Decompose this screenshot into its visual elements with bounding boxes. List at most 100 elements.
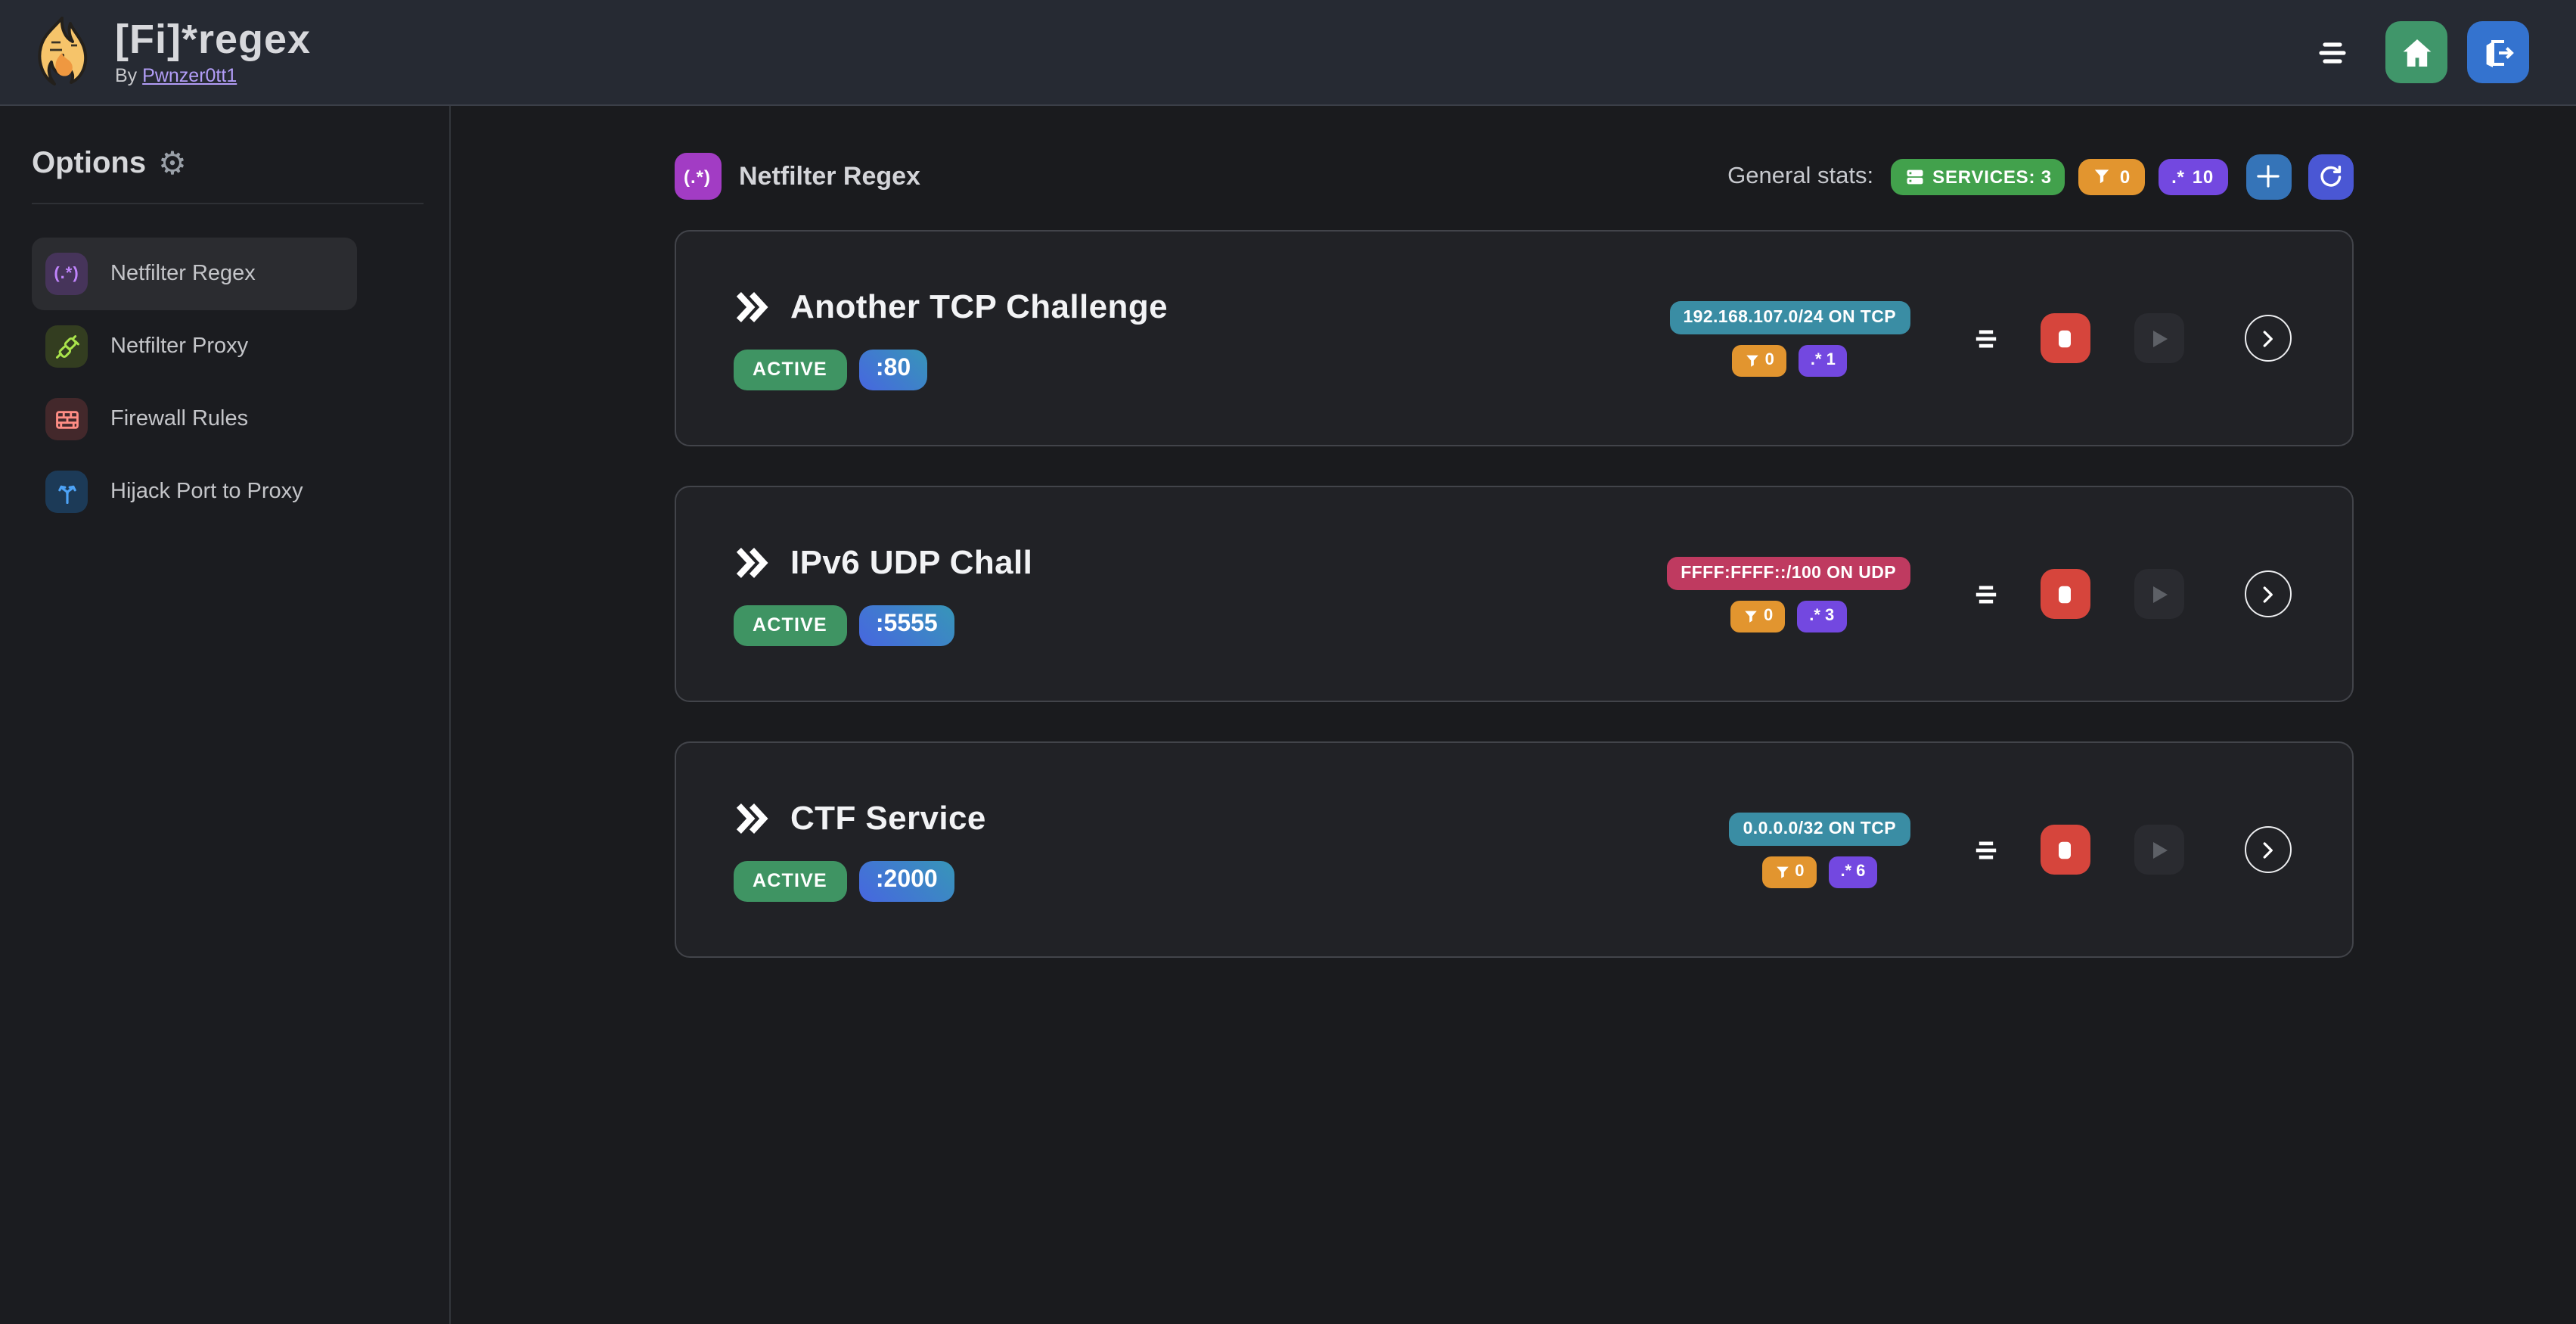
sidebar-item-1[interactable]: Netfilter Proxy xyxy=(32,310,357,383)
stop-service-button[interactable] xyxy=(2040,569,2090,619)
dot-star-icon: .* xyxy=(1810,351,1822,369)
service-regex-count: 1 xyxy=(1826,351,1836,369)
target-badge: 192.168.107.0/24 ON TCP xyxy=(1669,300,1910,334)
general-stats-label: General stats: xyxy=(1727,163,1874,188)
add-service-button[interactable] xyxy=(2245,154,2291,199)
service-card: CTF Service ACTIVE :2000 0.0.0.0/32 ON T… xyxy=(674,741,2353,958)
services-count: SERVICES: 3 xyxy=(1932,166,2052,187)
chevron-right-icon xyxy=(2263,586,2273,602)
port-badge: :80 xyxy=(858,349,928,390)
drag-handle-icon[interactable] xyxy=(1969,577,2002,611)
play-icon xyxy=(2153,586,2168,602)
refresh-button[interactable] xyxy=(2308,154,2353,199)
service-card: IPv6 UDP Chall ACTIVE :5555 FFFF:FFFF::/… xyxy=(674,486,2353,702)
sidebar-item-label: Netfilter Proxy xyxy=(110,334,249,359)
play-icon xyxy=(2153,330,2168,347)
refresh-icon xyxy=(2320,165,2342,187)
stop-service-button[interactable] xyxy=(2040,313,2090,363)
service-regex-badge: .* 1 xyxy=(1798,344,1848,376)
regex-count-badge: .* 10 xyxy=(2158,158,2227,194)
filtered-count-badge: 0 xyxy=(2078,158,2145,194)
top-bar: [Fi]*regex By Pwnzer0tt1 xyxy=(0,0,2576,106)
section-title: Netfilter Regex xyxy=(739,161,920,190)
sidebar-nav: (.*) Netfilter Regex Netfilter Proxy xyxy=(32,238,417,528)
options-label: Options xyxy=(32,147,147,180)
start-service-button[interactable] xyxy=(2134,313,2183,363)
sidebar-item-2[interactable]: Firewall Rules xyxy=(32,383,357,455)
gear-icon: ⚙ xyxy=(158,147,187,182)
sidebar-item-0[interactable]: (.*) Netfilter Regex xyxy=(32,238,357,310)
funnel-icon xyxy=(1745,610,1757,622)
play-icon xyxy=(2153,841,2168,858)
firegex-flame-logo xyxy=(38,16,88,85)
start-service-button[interactable] xyxy=(2134,569,2183,619)
main-area: (.*) Netfilter Regex General stats: SERV… xyxy=(451,106,2576,1324)
dot-star-icon: .* xyxy=(2171,166,2185,187)
stop-icon xyxy=(2059,841,2071,859)
home-button[interactable] xyxy=(2385,21,2447,83)
regex-icon: (.*) xyxy=(45,253,88,295)
service-filtered-count: 0 xyxy=(1795,862,1805,881)
double-chevron-icon xyxy=(735,803,768,833)
service-regex-badge: .* 3 xyxy=(1797,600,1847,632)
dot-star-icon: .* xyxy=(1809,607,1820,625)
funnel-icon xyxy=(1776,866,1788,878)
open-service-button[interactable] xyxy=(2244,570,2291,617)
service-regex-count: 3 xyxy=(1824,607,1835,625)
stop-icon xyxy=(2059,585,2071,603)
service-filtered-badge: 0 xyxy=(1730,600,1786,632)
open-service-button[interactable] xyxy=(2244,826,2291,873)
drag-handle-icon[interactable] xyxy=(1969,322,2002,355)
byline-prefix: By xyxy=(115,65,138,87)
section-header: (.*) Netfilter Regex General stats: SERV… xyxy=(674,151,2353,201)
sidebar-item-label: Netfilter Regex xyxy=(110,262,256,286)
sidebar-item-label: Hijack Port to Proxy xyxy=(110,480,303,504)
filtered-count: 0 xyxy=(2119,166,2131,187)
service-name: IPv6 UDP Chall xyxy=(790,542,1033,580)
sidebar-divider xyxy=(32,203,424,204)
status-badge: ACTIVE xyxy=(733,605,847,645)
service-regex-badge: .* 6 xyxy=(1828,856,1878,887)
open-service-button[interactable] xyxy=(2244,315,2291,362)
service-filtered-badge: 0 xyxy=(1731,344,1786,376)
app-title: [Fi]*regex xyxy=(115,16,312,62)
home-icon xyxy=(2402,39,2431,66)
hijack-split-icon xyxy=(45,471,88,513)
chevron-right-icon xyxy=(2263,841,2273,858)
service-name: CTF Service xyxy=(790,798,986,836)
author-link[interactable]: Pwnzer0tt1 xyxy=(142,65,237,87)
plus-icon xyxy=(2257,165,2280,188)
stop-icon xyxy=(2059,329,2071,347)
drag-handle-icon[interactable] xyxy=(1969,833,2002,866)
service-filtered-count: 0 xyxy=(1764,351,1774,369)
menu-icon[interactable] xyxy=(2313,33,2352,72)
logout-button[interactable] xyxy=(2467,21,2529,83)
sidebar: Options ⚙ (.*) Netfilter Regex Netfilter xyxy=(0,106,451,1324)
firewall-bricks-icon xyxy=(45,398,88,440)
service-card: Another TCP Challenge ACTIVE :80 192.168… xyxy=(674,230,2353,446)
funnel-icon xyxy=(1746,354,1758,366)
sidebar-item-3[interactable]: Hijack Port to Proxy xyxy=(32,455,357,528)
regex-count: 10 xyxy=(2192,166,2214,187)
funnel-icon xyxy=(2095,169,2110,184)
port-badge: :5555 xyxy=(858,605,954,645)
service-filtered-count: 0 xyxy=(1764,607,1774,625)
status-badge: ACTIVE xyxy=(733,860,847,901)
dot-star-icon: .* xyxy=(1840,862,1852,881)
double-chevron-icon xyxy=(735,547,768,577)
start-service-button[interactable] xyxy=(2134,825,2183,875)
services-count-badge: SERVICES: 3 xyxy=(1890,158,2065,194)
status-badge: ACTIVE xyxy=(733,349,847,390)
target-badge: 0.0.0.0/32 ON TCP xyxy=(1729,812,1910,845)
options-heading: Options ⚙ xyxy=(32,145,417,183)
byline: By Pwnzer0tt1 xyxy=(115,65,311,86)
sidebar-item-label: Firewall Rules xyxy=(110,407,249,431)
double-chevron-icon xyxy=(735,291,768,322)
stop-service-button[interactable] xyxy=(2040,825,2090,875)
chevron-right-icon xyxy=(2263,330,2273,347)
service-list: Another TCP Challenge ACTIVE :80 192.168… xyxy=(674,230,2353,958)
service-regex-count: 6 xyxy=(1856,862,1866,881)
proxy-plug-icon xyxy=(45,325,88,368)
service-filtered-badge: 0 xyxy=(1761,856,1817,887)
